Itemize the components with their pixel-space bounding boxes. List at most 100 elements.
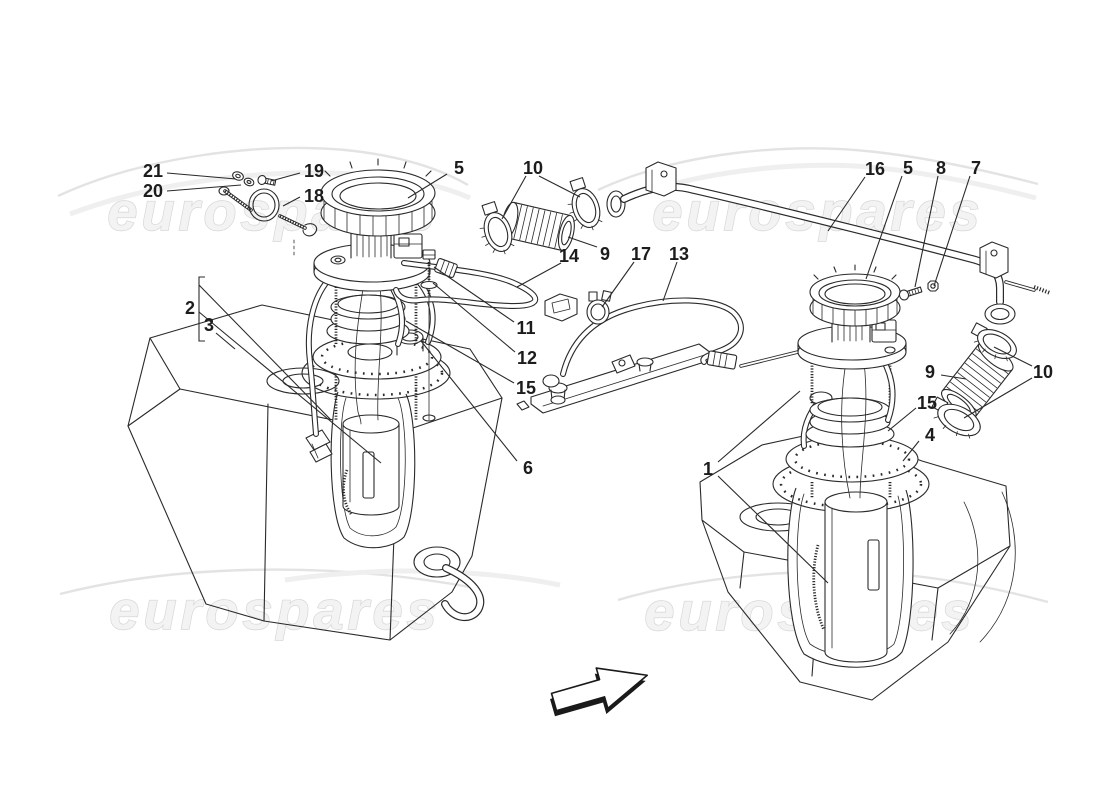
hose-clamp	[479, 201, 515, 255]
callout-11-19: 11	[516, 318, 535, 338]
callout-leader-15	[405, 320, 515, 384]
callout-1-18: 1	[703, 459, 713, 479]
callout-leader-7	[933, 175, 971, 287]
left-corrugated-hose	[501, 201, 575, 252]
callout-5-11: 5	[903, 158, 913, 178]
right-pump-assembly	[785, 264, 919, 663]
callout-12-20: 12	[517, 348, 537, 368]
callout-leader-10	[993, 346, 1033, 367]
injector	[636, 357, 654, 367]
watermark-text: eurospares	[109, 581, 440, 641]
pipe-end-sleeve	[606, 190, 626, 218]
callout-leader-10	[501, 175, 527, 220]
rail-end-fitting	[542, 374, 560, 388]
callout-16-10: 16	[865, 159, 885, 179]
callout-10-15: 10	[1033, 362, 1053, 382]
strap-hook	[302, 223, 318, 237]
right-lock-ring	[809, 264, 901, 327]
return-pipe	[393, 258, 539, 310]
pipe-bracket	[645, 161, 677, 197]
pump-wiring	[841, 361, 867, 499]
callout-leader-2	[198, 276, 205, 342]
left-pump-canister	[342, 414, 400, 516]
callout-15-16: 15	[917, 393, 937, 413]
left-pump-assembly	[305, 158, 442, 516]
tank-bolt-hole-ring	[779, 459, 923, 509]
callout-leader-15	[887, 407, 917, 432]
pump-tie-rods	[334, 368, 418, 420]
callout-leader-5	[407, 173, 448, 199]
callout-21-0: 21	[143, 161, 163, 181]
flange-nut	[927, 280, 939, 292]
callout-18-3: 18	[304, 186, 324, 206]
hose-threaded-fitting	[706, 350, 738, 370]
callout-14-6: 14	[559, 246, 579, 266]
pump-wiring	[354, 282, 365, 425]
callout-10-5: 10	[523, 158, 543, 178]
callout-leader-18	[282, 196, 301, 207]
callout-8-12: 8	[936, 158, 946, 178]
callout-20-1: 20	[143, 181, 163, 201]
callout-leader-9	[940, 374, 967, 380]
pipe-bracket	[979, 241, 1009, 279]
callout-13-9: 13	[669, 244, 689, 264]
callout-15-21: 15	[516, 378, 536, 398]
right-pump-canister	[812, 491, 888, 663]
strap-loop	[248, 188, 280, 222]
callout-leader-14	[516, 262, 562, 288]
callout-leader-1	[717, 390, 801, 463]
callout-leader-6	[420, 340, 518, 462]
callout-9-7: 9	[600, 244, 610, 264]
callout-leader-1	[717, 475, 829, 584]
head-port	[330, 255, 346, 265]
strap-bolt	[257, 174, 277, 186]
hose-clamp	[931, 396, 981, 439]
callout-leader-20	[166, 184, 242, 192]
filler-cross-pipe	[620, 161, 1051, 325]
washer	[243, 177, 255, 187]
callout-leader-9	[567, 236, 598, 248]
tank-dimple	[266, 367, 340, 395]
corrugated-feed-tube	[342, 469, 353, 515]
banjo-bolt	[420, 249, 438, 422]
washer	[232, 171, 244, 181]
callout-19-2: 19	[304, 161, 324, 181]
left-reservoir-rings	[326, 294, 410, 345]
callout-leader-19	[270, 172, 301, 182]
callout-leader-11	[433, 266, 515, 323]
right-reservoir-rings	[805, 397, 895, 448]
callout-leader-2	[198, 284, 332, 421]
callout-leader-10	[538, 175, 581, 198]
callout-3-24: 3	[204, 315, 214, 335]
callout-leader-4	[902, 440, 920, 462]
callout-leader-12	[432, 282, 516, 353]
callout-leader-13	[662, 261, 678, 302]
callout-9-14: 9	[925, 362, 935, 382]
callout-leader-16	[827, 176, 866, 232]
pipe-stub-thread	[1033, 285, 1051, 295]
callout-2-23: 2	[185, 298, 195, 318]
corrugated-feed-tube	[812, 544, 826, 631]
flat-bracket	[544, 293, 578, 322]
head-port	[884, 346, 896, 354]
fuel-sender-detail	[305, 429, 333, 463]
callout-leader-8	[914, 175, 939, 288]
callout-leader-3	[215, 332, 236, 350]
callout-leader-21	[166, 172, 237, 180]
hose-clamp	[567, 177, 603, 231]
callout-7-13: 7	[971, 158, 981, 178]
left-pump-head	[313, 218, 431, 292]
pipe-union-fitting	[434, 258, 458, 278]
fuel-rail	[516, 297, 808, 414]
callout-leader-2	[198, 311, 382, 464]
callout-4-17: 4	[925, 425, 935, 445]
callout-17-8: 17	[631, 244, 651, 264]
pipe-clamp	[586, 290, 612, 325]
callout-6-22: 6	[523, 458, 533, 478]
hose-clamp	[970, 322, 1017, 362]
flange-bolt	[898, 286, 923, 301]
callout-leader-17	[601, 261, 635, 308]
